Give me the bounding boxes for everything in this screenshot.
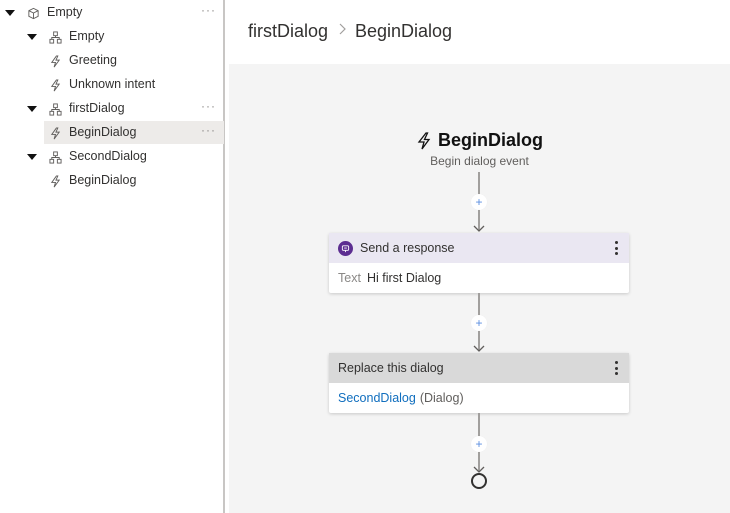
trigger-bolt-icon <box>48 126 62 140</box>
card-title: Send a response <box>360 241 455 255</box>
trigger-title: BeginDialog <box>437 130 543 150</box>
tree-item-label: Empty <box>47 5 83 19</box>
dialog-type-label: (Dialog) <box>419 391 464 405</box>
arrow-down-icon <box>473 466 485 473</box>
trigger-bolt-icon <box>417 131 431 149</box>
caret-down-icon[interactable] <box>27 106 37 112</box>
arrow-down-icon <box>473 345 485 352</box>
trigger-bolt-icon <box>48 174 62 188</box>
card-header: Send a response <box>329 233 629 263</box>
more-options-icon[interactable]: ··· <box>201 99 216 113</box>
tree-item-label: firstDialog <box>69 101 125 115</box>
tree-item-label: SecondDialog <box>69 149 147 163</box>
caret-down-icon[interactable] <box>5 10 15 16</box>
card-title: Replace this dialog <box>338 361 444 375</box>
tree-item-label: Unknown intent <box>69 77 156 91</box>
tree-item-trigger-unknown-intent[interactable]: Unknown intent <box>0 73 224 96</box>
tree-item-trigger-begindialog-selected[interactable]: BeginDialog ··· <box>44 121 224 144</box>
trigger-bolt-icon <box>48 54 62 68</box>
tree-item-dialog-firstdialog[interactable]: firstDialog ··· <box>0 97 224 120</box>
card-body: Text Hi first Dialog <box>329 263 629 293</box>
caret-down-icon[interactable] <box>27 154 37 160</box>
tree-item-label: Empty <box>69 29 105 43</box>
dialog-link[interactable]: SecondDialog <box>338 391 416 405</box>
tree-item-dialog-seconddialog[interactable]: SecondDialog <box>0 145 224 168</box>
trigger-subtitle: Begin dialog event <box>430 154 529 168</box>
chevron-right-icon <box>339 23 346 35</box>
breadcrumb-item-dialog[interactable]: firstDialog <box>248 21 329 41</box>
tree-item-dialog-empty[interactable]: Empty <box>0 25 224 48</box>
dialog-icon <box>48 150 62 164</box>
tree-item-label: Greeting <box>69 53 117 67</box>
trigger-node[interactable]: BeginDialog <box>229 130 730 151</box>
trigger-bolt-icon <box>48 78 62 92</box>
tree-item-label: BeginDialog <box>69 173 137 187</box>
more-vertical-icon[interactable] <box>615 361 618 375</box>
field-label: Text <box>338 271 361 285</box>
editor-header: firstDialog BeginDialog <box>227 0 730 64</box>
add-action-button[interactable]: + <box>471 194 487 210</box>
more-options-icon[interactable]: ··· <box>201 123 216 137</box>
dialog-icon <box>48 102 62 116</box>
tree-item-label: BeginDialog <box>69 125 137 139</box>
action-card-replace-dialog[interactable]: Replace this dialog SecondDialog (Dialog… <box>329 353 629 413</box>
bot-project-icon <box>26 6 40 20</box>
field-value: Hi first Dialog <box>366 271 442 285</box>
breadcrumb-item-trigger[interactable]: BeginDialog <box>355 21 453 41</box>
caret-down-icon[interactable] <box>27 34 37 40</box>
bot-response-icon <box>338 240 353 256</box>
card-header: Replace this dialog <box>329 353 629 383</box>
tree-item-bot-empty[interactable]: Empty ··· <box>0 1 224 24</box>
flow-end-node <box>471 473 487 489</box>
add-action-button[interactable]: + <box>471 436 487 452</box>
add-action-button[interactable]: + <box>471 315 487 331</box>
card-body: SecondDialog (Dialog) <box>329 383 629 413</box>
arrow-down-icon <box>473 225 485 232</box>
project-tree: Empty ··· Empty Greeting Unknown intent … <box>0 0 225 513</box>
dialog-icon <box>48 30 62 44</box>
more-options-icon[interactable]: ··· <box>201 3 216 17</box>
more-vertical-icon[interactable] <box>615 241 618 255</box>
tree-item-trigger-begindialog[interactable]: BeginDialog <box>0 169 224 192</box>
tree-item-trigger-greeting[interactable]: Greeting <box>0 49 224 72</box>
action-card-send-response[interactable]: Send a response Text Hi first Dialog <box>329 233 629 293</box>
